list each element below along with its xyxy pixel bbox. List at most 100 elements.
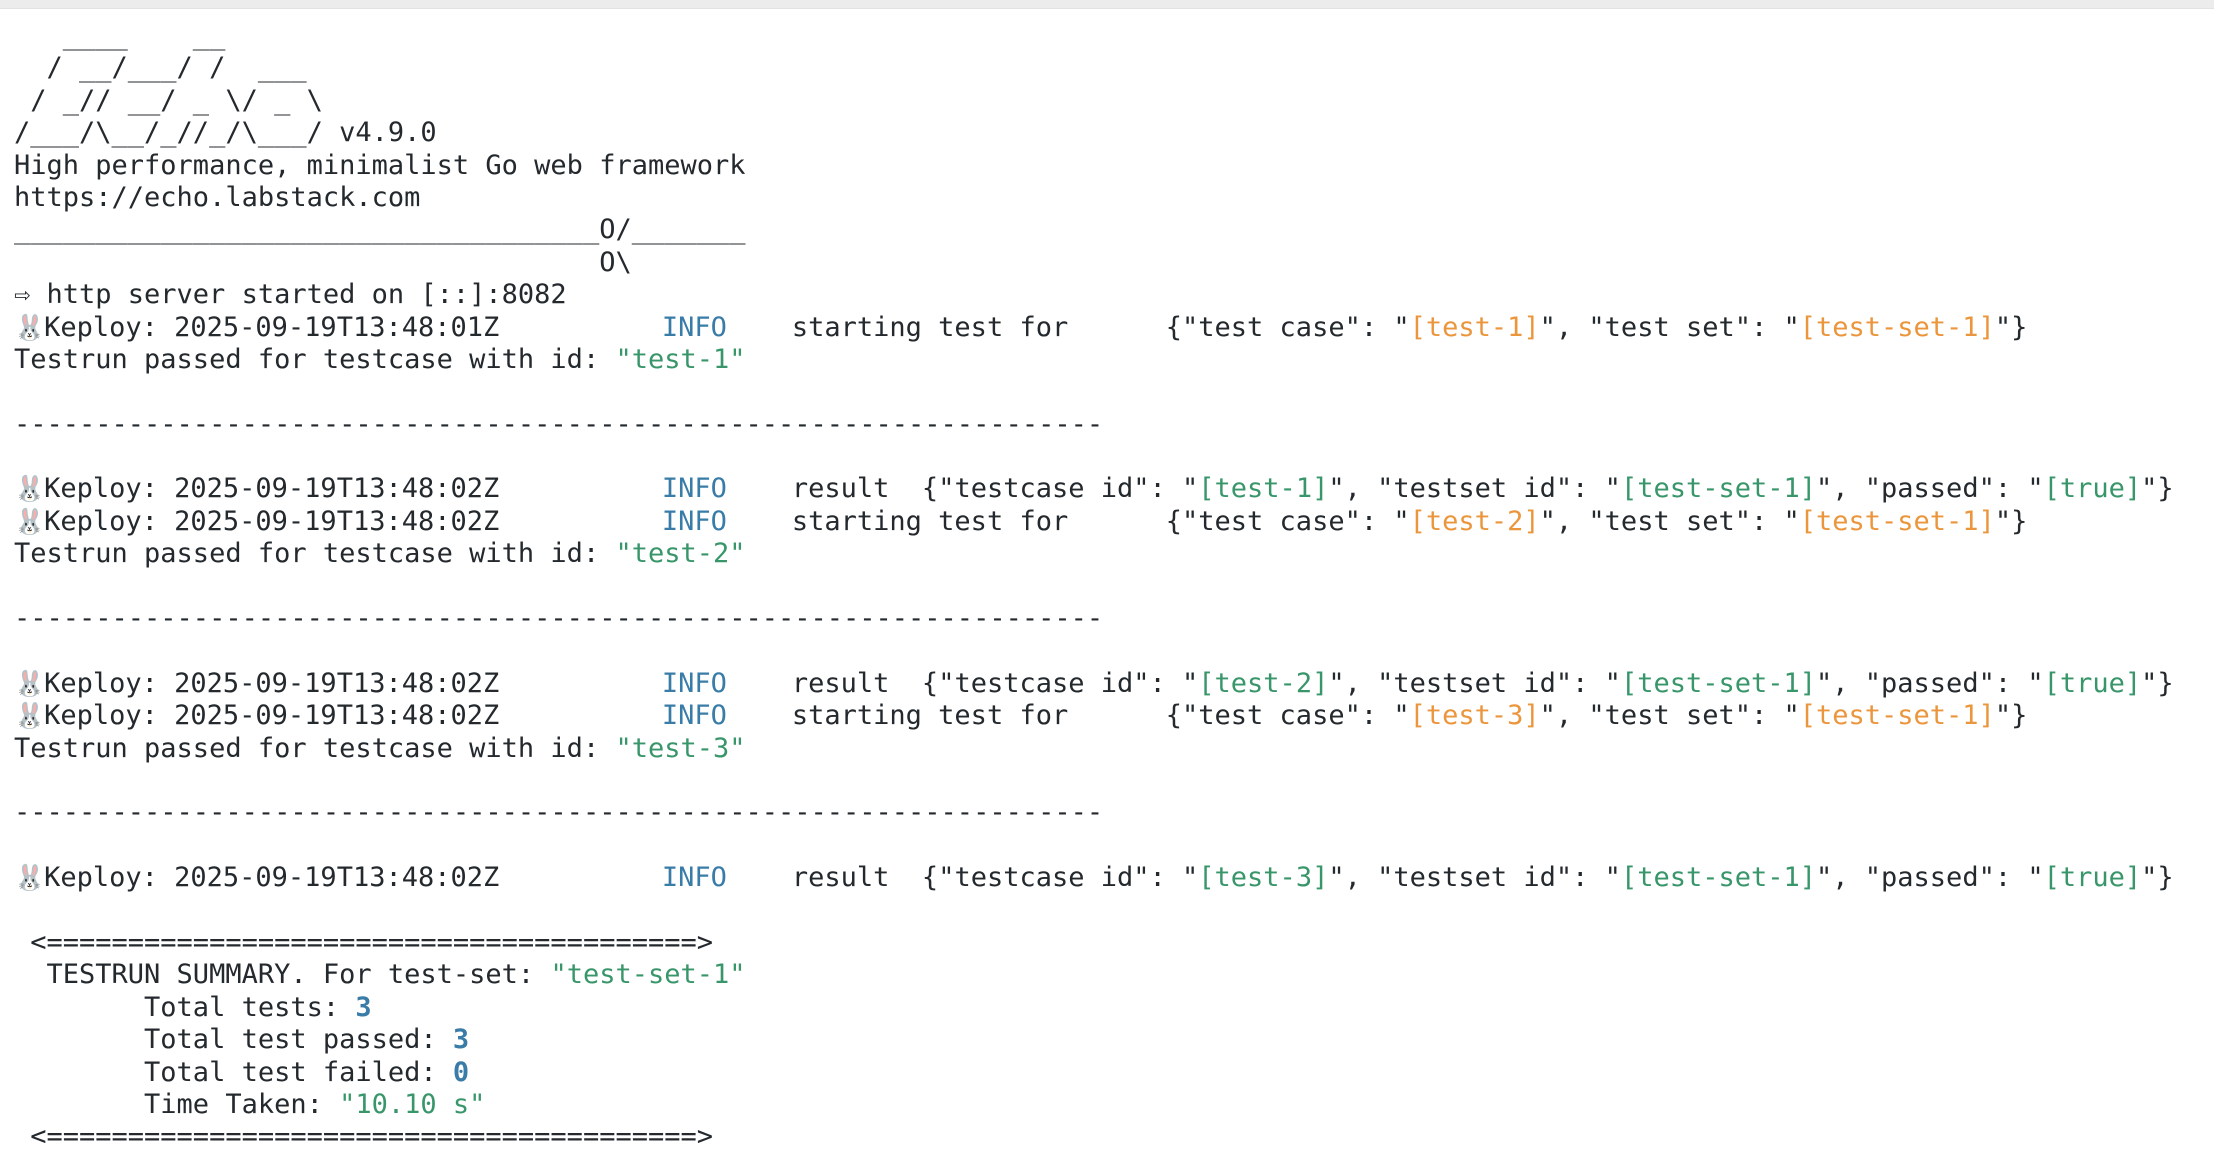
log-text: <=======================================… [14,926,713,958]
log-text: / _// __/ _ \/ _ \ [14,84,323,116]
log-text [499,668,662,699]
log-text [499,473,662,504]
log-message: result [791,862,890,894]
summary-count: 3 [452,1024,470,1056]
log-text [499,862,662,893]
log-text [727,862,792,893]
timestamp: Keploy: 2025-09-19T13:48:02Z [44,700,500,732]
log-text [499,700,662,731]
green-value: [test-set-1] [1620,862,1817,894]
log-text [727,700,792,731]
green-value: [true] [2043,862,2142,894]
log-text: https://echo.labstack.com [14,181,421,213]
log-message: starting test for [791,700,1069,732]
testrun-passed-line: Testrun passed for testcase with id: "te… [14,733,2214,765]
blank-line [14,895,2214,927]
rabbit-emoji-icon: 🐰 [14,701,46,731]
log-text: <=======================================… [14,1121,713,1152]
rabbit-emoji-icon: 🐰 [14,506,46,536]
log-text: "} [1994,505,2028,537]
log-line-result: 🐰Keploy: 2025-09-19T13:48:02Z INFO resul… [14,862,2214,894]
orange-value: [test-set-1] [1799,700,1995,732]
log-text: ", "passed": " [1816,473,2044,505]
summary-border-line: <=======================================… [14,927,2214,959]
log-line-starting: 🐰Keploy: 2025-09-19T13:48:02Z INFO start… [14,700,2214,732]
log-text: ____________________________________O/__… [14,214,746,246]
log-text [499,506,662,537]
log-line-result: 🐰Keploy: 2025-09-19T13:48:02Z INFO resul… [14,668,2214,700]
log-text: Time Taken: [14,1088,340,1120]
log-text [727,473,792,504]
log-text: ", "test set": " [1539,700,1800,732]
log-text: {"test case": " [1165,505,1410,537]
log-text: High performance, minimalist Go web fram… [14,149,746,181]
green-value: [true] [2043,473,2142,505]
log-text: ", "test set": " [1539,505,1800,537]
summary-total-line: Total tests: 3 [14,992,2214,1024]
summary-passed-line: Total test passed: 3 [14,1024,2214,1056]
log-message: result [791,667,890,699]
log-text: "} [2141,473,2174,505]
blank-line [14,830,2214,862]
log-text: /___/\__/_//_/\___/ v4.9.0 [14,117,437,149]
banner-line: / _// __/ _ \/ _ \ [14,85,2214,117]
log-text: {"test case": " [1165,311,1410,343]
log-text: {"test case": " [1165,700,1410,732]
log-text: Testrun passed for testcase with id: [14,343,616,375]
rabbit-emoji-icon: 🐰 [14,863,46,893]
log-message: result [791,473,890,505]
timestamp: Keploy: 2025-09-19T13:48:02Z [44,667,500,699]
blank-line [14,376,2214,408]
log-text: ----------------------------------------… [14,797,1104,829]
summary-title-line: TESTRUN SUMMARY. For test-set: "test-set… [14,959,2214,991]
log-level-info: INFO [661,505,727,537]
log-message: starting test for [791,311,1069,343]
timestamp: Keploy: 2025-09-19T13:48:02Z [44,473,500,505]
summary-count: 3 [355,991,372,1023]
log-text: ", "passed": " [1816,667,2044,699]
banner-line: ____ __ [14,20,2214,52]
log-text: ____ __ [14,20,226,51]
terminal-output[interactable]: ____ __ / __/___/ / ___ / _// __/ _ \/ _… [0,9,2214,1152]
blank-line [14,765,2214,797]
log-text: {"testcase id": " [889,473,1199,505]
log-line-result: 🐰Keploy: 2025-09-19T13:48:02Z INFO resul… [14,473,2214,505]
orange-value: [test-3] [1409,700,1540,732]
log-text: http server started on [::]:8082 [46,279,567,311]
banner-line: / __/___/ / ___ [14,52,2214,84]
log-level-info: INFO [661,311,727,343]
log-text: ----------------------------------------… [14,408,1104,440]
log-text: / __/___/ / ___ [14,52,307,84]
log-text: {"testcase id": " [889,862,1199,894]
log-text: ", "testset id": " [1328,473,1621,505]
blank-line [14,635,2214,667]
arrow-icon: ⇨ [14,279,31,311]
green-value: "test-set-1" [550,959,746,991]
log-message: starting test for [791,505,1069,537]
green-value: [test-set-1] [1620,667,1817,699]
log-text: {"testcase id": " [889,667,1199,699]
green-value: [test-1] [1198,473,1329,505]
summary-failed-line: Total test failed: 0 [14,1057,2214,1089]
green-value: [test-set-1] [1620,473,1817,505]
banner-tagline: High performance, minimalist Go web fram… [14,150,2214,182]
log-text [727,506,792,537]
log-line-starting: 🐰Keploy: 2025-09-19T13:48:01Z INFO start… [14,312,2214,344]
banner-line: O\ [14,247,2214,279]
timestamp: Keploy: 2025-09-19T13:48:01Z [44,311,500,343]
log-text: ----------------------------------------… [14,603,1104,635]
rabbit-emoji-icon: 🐰 [14,474,46,504]
orange-value: [test-set-1] [1799,505,1995,537]
green-value: "test-3" [615,732,746,764]
log-level-info: INFO [661,667,727,699]
log-text: ", "testset id": " [1328,862,1621,894]
timestamp: Keploy: 2025-09-19T13:48:02Z [44,862,500,894]
log-text: Testrun passed for testcase with id: [14,732,616,764]
log-text [727,312,792,343]
log-text: TESTRUN SUMMARY. For test-set: [14,959,551,991]
log-text: "} [1994,311,2028,343]
summary-border-line: <=======================================… [14,1121,2214,1152]
log-text: "} [2141,667,2174,699]
log-text: "} [1994,700,2028,732]
log-text: Total test failed: [14,1056,453,1088]
